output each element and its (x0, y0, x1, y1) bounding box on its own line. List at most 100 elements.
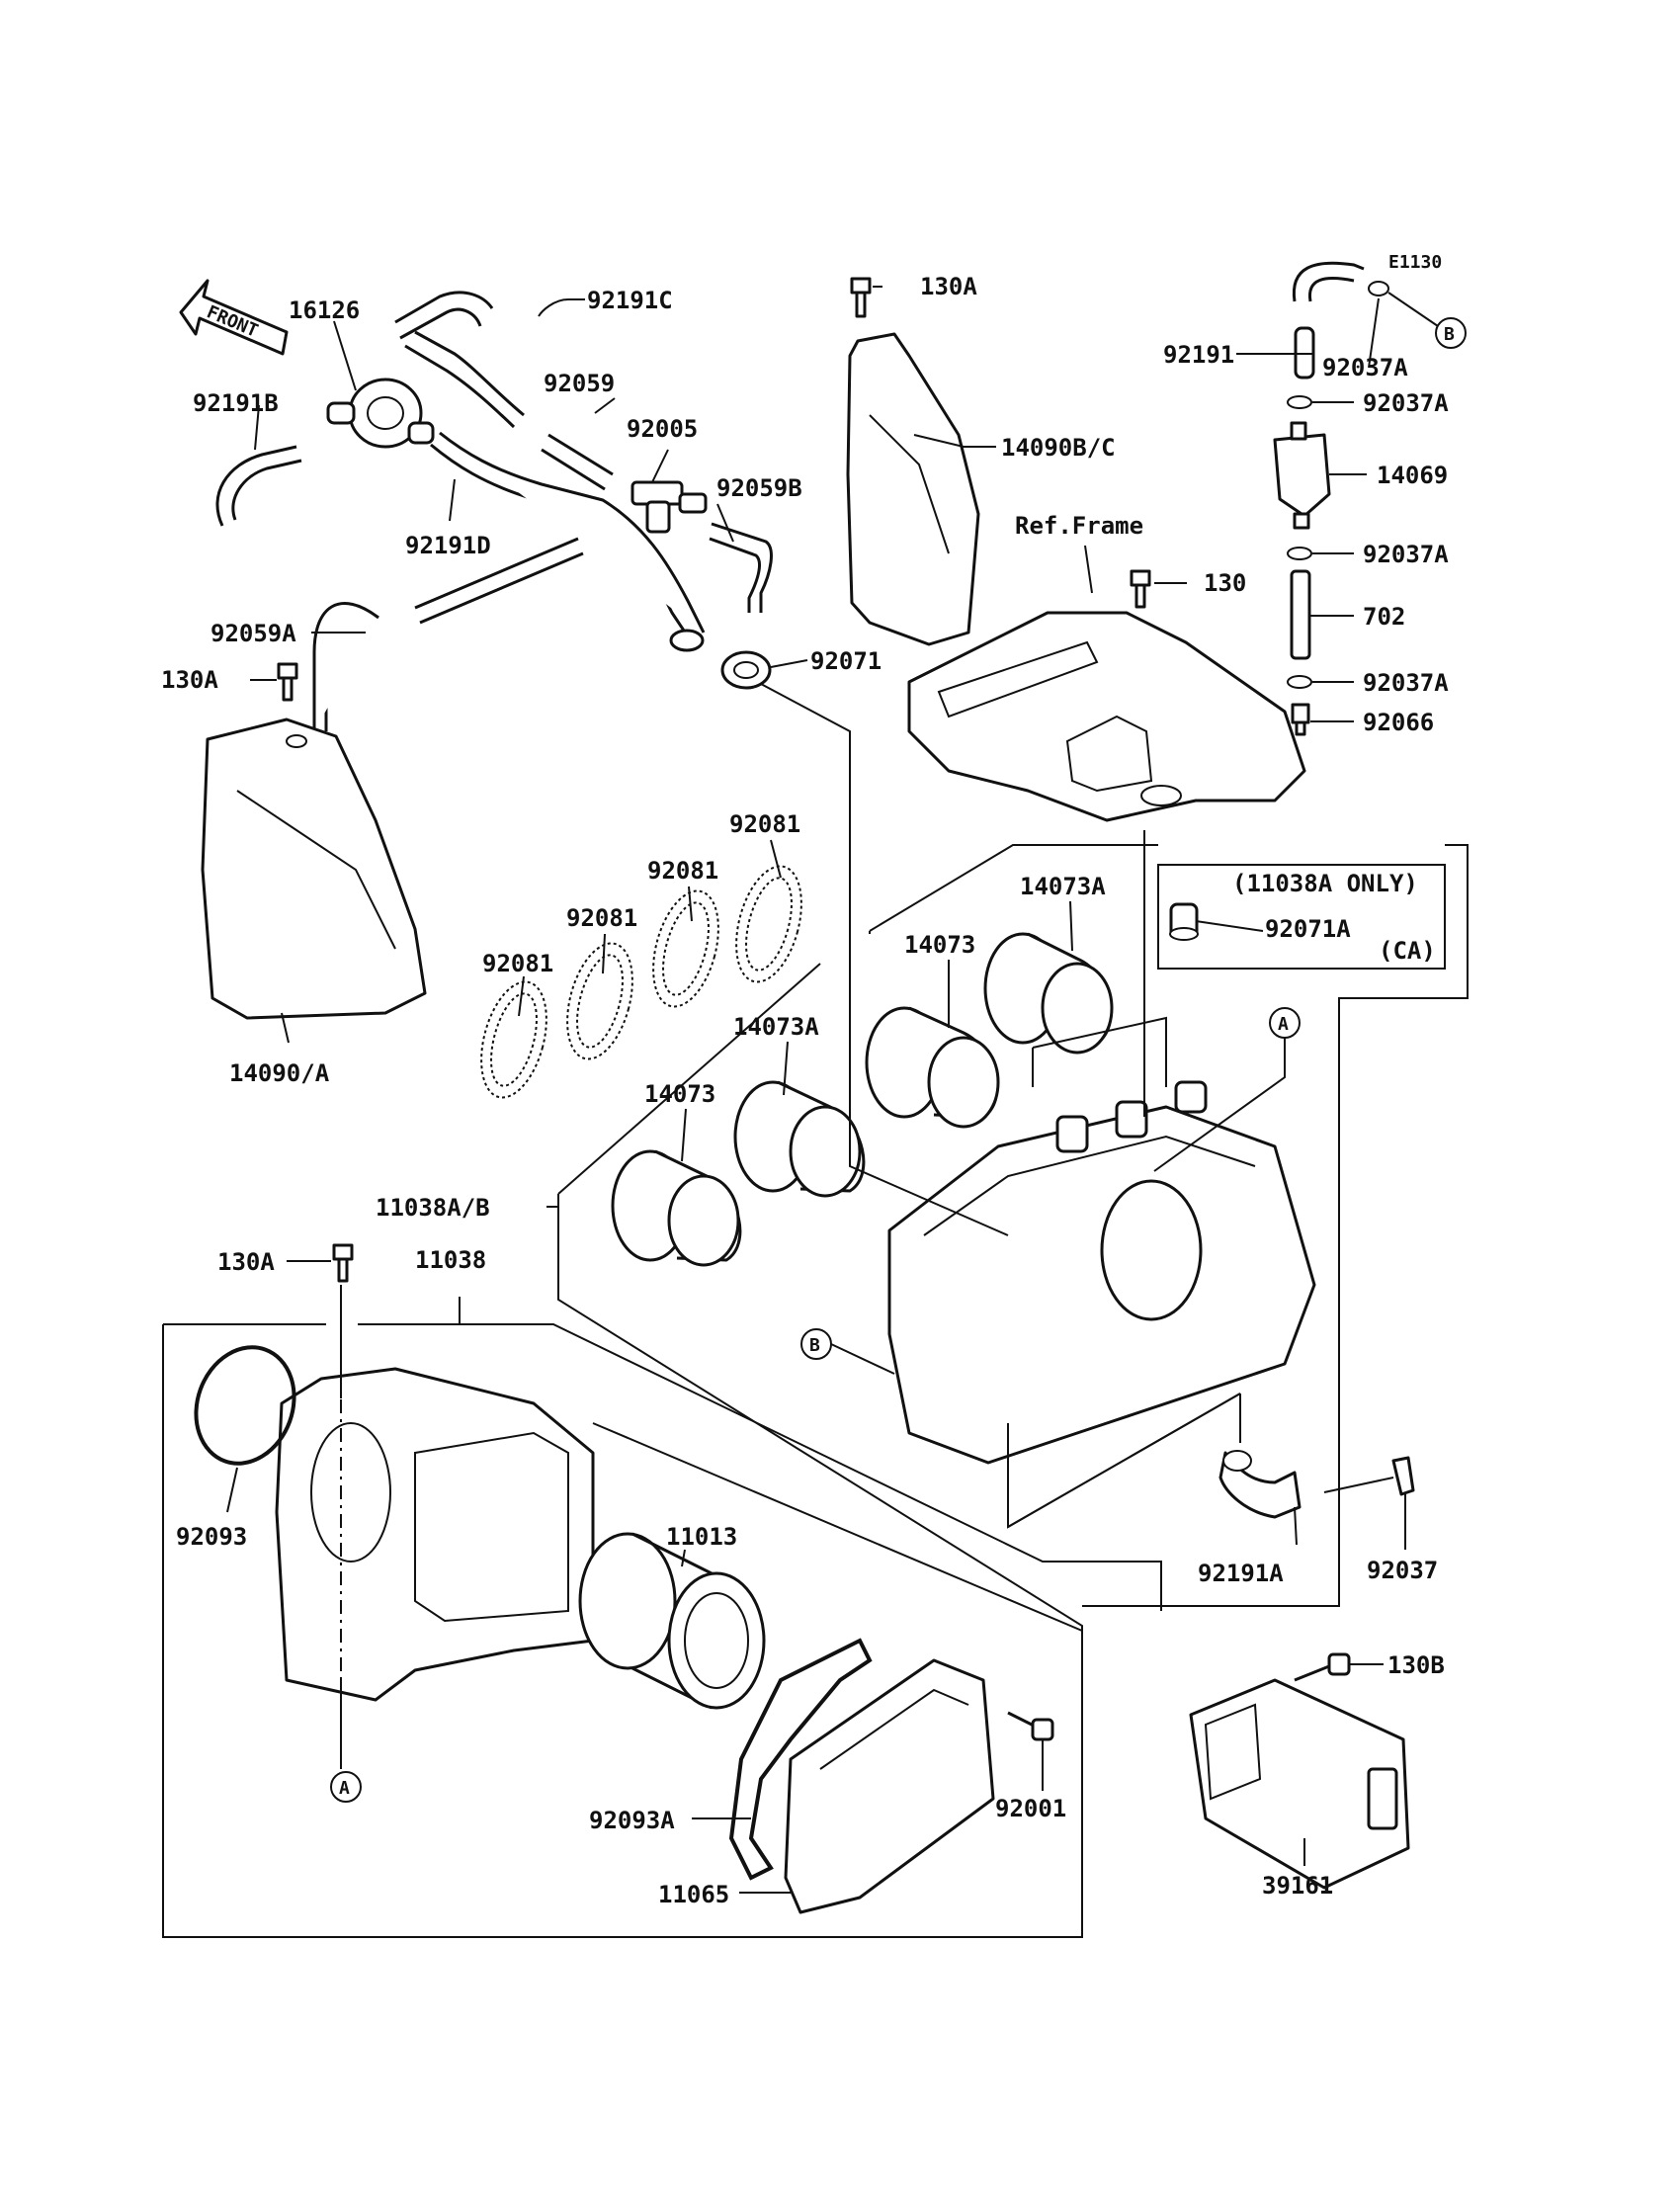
hose-92059A (419, 551, 584, 625)
label-92037A-1: 92037A (1322, 354, 1408, 381)
spring-92081-1-inner (490, 992, 538, 1087)
label-92081-4: 92081 (729, 810, 800, 838)
label-92037A-3: 92037A (1363, 541, 1449, 568)
label-92093A: 92093A (589, 1807, 675, 1834)
spring-92081-3 (652, 889, 719, 1008)
hose-92191D-inner (439, 431, 706, 634)
bolt-130A-left (277, 662, 298, 702)
upper-frame-top (869, 844, 1158, 932)
spring-92081-3-inner (662, 901, 710, 996)
hose-92059A-elbow-inner (312, 602, 379, 731)
mid-frame-left-top (557, 963, 821, 1195)
housing-11038-inner (414, 1431, 569, 1623)
fitting-92066 (1291, 703, 1310, 736)
lower-frame (162, 1324, 1083, 1938)
clamp-92037A-3 (1287, 547, 1312, 560)
spring-92081-4 (735, 865, 802, 983)
label-130B: 130B (1387, 1651, 1445, 1679)
housing-11038AB-rim (923, 1135, 1256, 1236)
grommet-92071A (1169, 902, 1199, 941)
label-92191A: 92191A (1198, 1560, 1284, 1587)
drawing-code: E1130 (1388, 252, 1442, 273)
inset-part: 92071A (1265, 915, 1351, 943)
bolt-130A-top (850, 277, 872, 318)
label-16126: 16126 (289, 296, 360, 324)
clip-92037 (1391, 1456, 1415, 1496)
label-11013: 11013 (666, 1523, 737, 1551)
hose-92191-elbow-inner (1307, 277, 1355, 302)
ref-frame (907, 611, 1306, 822)
housing-11038AB-boss-3 (1174, 1080, 1208, 1114)
label-130A-low: 130A (217, 1248, 275, 1276)
hose-92191D-end (669, 629, 705, 652)
grommet-92071-leader-path (760, 683, 1009, 1236)
label-92037A-2: 92037A (1363, 389, 1449, 417)
label-92059A: 92059A (210, 620, 296, 647)
upper-frame-right (1082, 844, 1469, 1607)
label-14073A-1: 14073A (1020, 873, 1106, 900)
label-14073-2: 14073 (644, 1080, 715, 1108)
ref-frame-bracket (1065, 715, 1153, 793)
hose-92059 (547, 433, 614, 476)
mid-frame-left (557, 1194, 1083, 1631)
grommet-92071 (720, 650, 772, 690)
label-11038: 11038 (415, 1246, 486, 1274)
gasket-92093A (728, 1638, 873, 1881)
label-14090A: 14090/A (229, 1059, 330, 1087)
label-92066: 92066 (1363, 709, 1434, 736)
filter-element-11013 (578, 1532, 766, 1710)
housing-11038AB-boss-1 (1055, 1115, 1089, 1153)
bolt-130B (1294, 1652, 1351, 1682)
housing-11038-port (310, 1422, 391, 1563)
spring-92081-2 (566, 942, 633, 1060)
hose-92191B-inner (231, 459, 302, 521)
hose-92059B-inner (709, 537, 761, 613)
label-14073-1: 14073 (904, 931, 975, 959)
label-130A-top: 130A (920, 273, 977, 300)
label-14090BC: 14090B/C (1001, 434, 1116, 462)
cap-11065-rim (819, 1688, 969, 1770)
label-92005: 92005 (627, 415, 698, 443)
leader-lines (226, 286, 1406, 1894)
svg-text:B: B (809, 1335, 820, 1356)
ref-frame-rail (937, 640, 1099, 718)
label-130: 130 (1204, 569, 1246, 597)
cover-14090A (201, 718, 427, 1020)
label-92191C: 92191C (587, 287, 673, 314)
label-11038AB: 11038A/B (376, 1194, 490, 1222)
hose-702 (1290, 569, 1311, 660)
marker-b-top: B (1387, 292, 1467, 349)
duct-14073-lower (611, 1149, 742, 1267)
label-92059B: 92059B (716, 474, 802, 502)
hose-92059-inner (541, 448, 606, 491)
hose-92191A (1218, 1450, 1302, 1519)
label-14069: 14069 (1377, 462, 1448, 489)
inlet-39161 (1189, 1678, 1410, 1890)
label-702: 702 (1363, 603, 1405, 631)
hose-92191C-top-inner (404, 344, 516, 429)
bolt-130 (1130, 569, 1151, 609)
label-92081-2: 92081 (566, 904, 637, 932)
hose-92191C-elbow-inner (399, 307, 482, 340)
label-92037A-4: 92037A (1363, 669, 1449, 697)
tee-92005 (630, 480, 708, 534)
valve-16126 (326, 378, 435, 449)
label-ref-frame: Ref.Frame (1015, 512, 1143, 540)
bolt-130A-low (332, 1243, 354, 1283)
screw-92001 (1007, 1711, 1054, 1741)
marker-a-upper: A (1153, 1007, 1301, 1172)
inset-11038A-only: (11038A ONLY) 92071A (CA) (1157, 864, 1446, 970)
duct-14073A-lower (733, 1080, 866, 1198)
label-92191D: 92191D (405, 532, 491, 559)
label-14073A-2: 14073A (733, 1013, 819, 1041)
housing-11038AB-boss-2 (1115, 1100, 1148, 1139)
label-92037: 92037 (1367, 1557, 1438, 1584)
cover-14090BC-crease (869, 414, 950, 554)
hose-92191C-top (414, 330, 525, 417)
hose-92059A-inner (414, 537, 579, 610)
label-39161: 39161 (1262, 1872, 1333, 1900)
spring-92081-1 (480, 980, 547, 1099)
label-11065: 11065 (658, 1881, 729, 1908)
lower-frame-diag (592, 1422, 1083, 1632)
